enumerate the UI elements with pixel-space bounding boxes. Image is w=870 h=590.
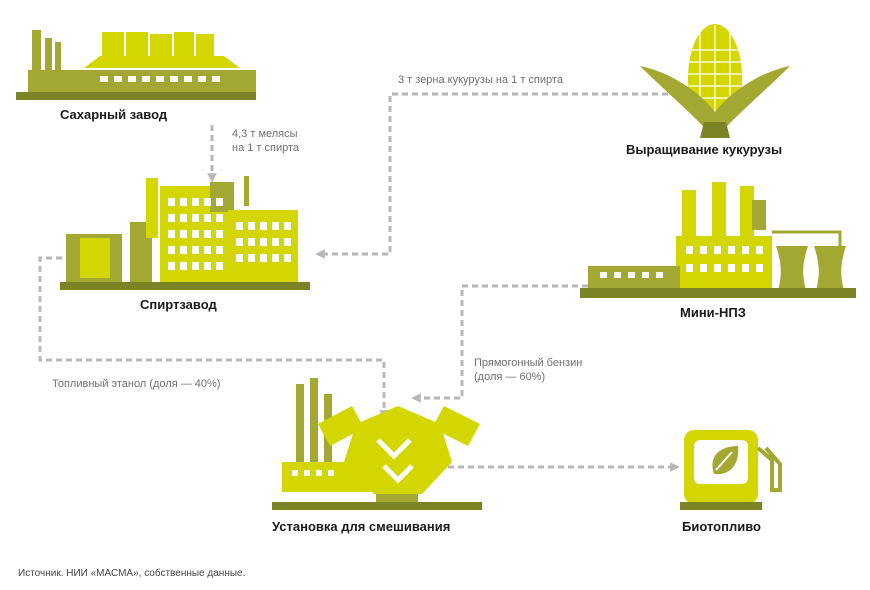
arrow-corn-to-distillery [315,92,688,259]
connectors [38,92,688,472]
distillery-icon [60,176,310,290]
sugar-plant-icon [16,30,256,100]
distillery-label: Спиртзавод [140,297,217,312]
refinery-icon [580,182,856,298]
source-note: Источник. НИИ «МАСМА», собственные данны… [18,568,246,579]
corn-grain-flow-label: 3 т зерна кукурузы на 1 т спирта [398,74,563,86]
biofuel-label: Биотопливо [682,519,761,534]
gasoline-flow-label: Прямогонный бензин (доля — 60%) [474,357,583,383]
refinery-label: Мини-НПЗ [680,305,746,320]
blending-unit-label: Установка для смешивания [272,519,451,534]
ethanol-flow-label: Топливный этанол (доля — 40%) [52,378,221,390]
fuel-pump-icon [680,430,782,510]
arrow-ethanol [38,256,389,420]
blending-unit-icon [272,378,482,510]
molasses-flow-label: 4,3 т мелясы на 1 т спирта [232,128,300,154]
corn-label: Выращивание кукурузы [626,142,783,157]
arrow-gasoline [411,284,588,403]
sugar-plant-label: Сахарный завод [60,107,168,122]
corn-icon [640,24,790,138]
